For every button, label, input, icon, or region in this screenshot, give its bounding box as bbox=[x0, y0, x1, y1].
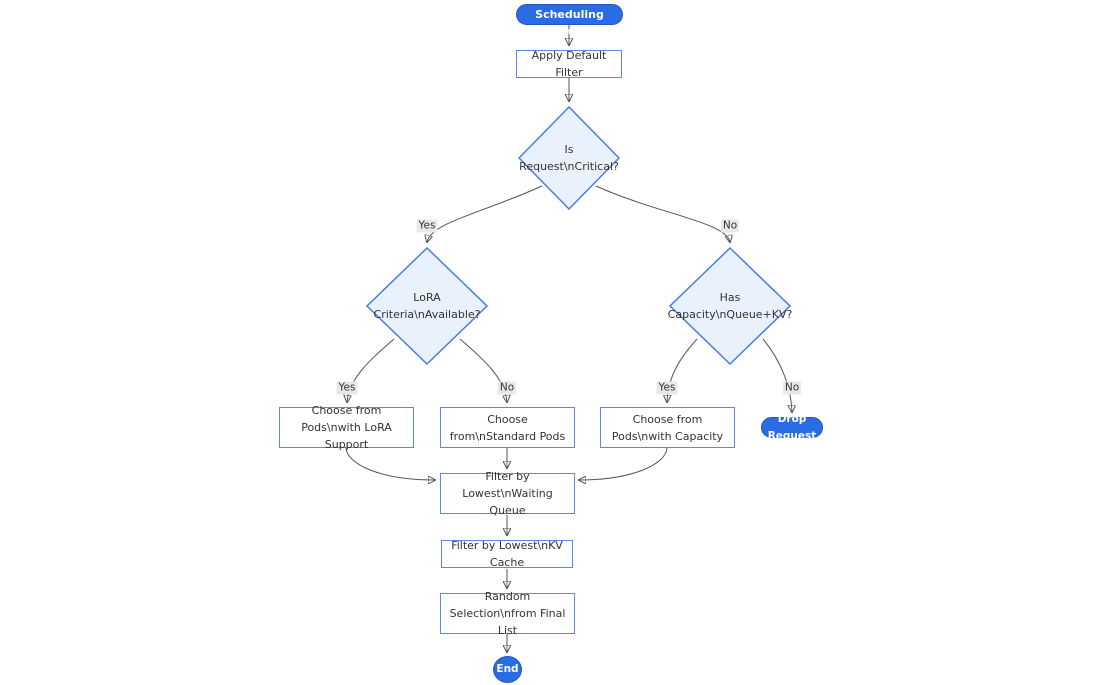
node-end-label: End bbox=[496, 663, 519, 675]
node-choose-standard-pods-label: Choose from\nStandard Pods bbox=[449, 412, 566, 443]
node-choose-standard-pods: Choose from\nStandard Pods bbox=[440, 407, 575, 448]
edge-capacity-yes bbox=[667, 338, 698, 402]
edge-label-lora-yes: Yes bbox=[336, 381, 358, 395]
node-random-selection-label: Random Selection\nfrom Final List bbox=[449, 590, 566, 637]
edge-capacity-no bbox=[762, 338, 792, 412]
edge-label-critical-no: No bbox=[720, 219, 740, 233]
node-random-selection: Random Selection\nfrom Final List bbox=[440, 590, 575, 637]
decision-has-capacity: Has Capacity\nQueue+KV? bbox=[668, 247, 792, 365]
edge-label-lora-no: No bbox=[497, 381, 517, 395]
edge-lora-yes bbox=[347, 338, 395, 402]
node-apply-default-filter-label: Apply Default Filter bbox=[531, 49, 607, 79]
node-apply-default-filter: Apply Default Filter bbox=[516, 49, 622, 79]
decision-has-capacity-label: Has Capacity\nQueue+KV? bbox=[667, 291, 793, 321]
node-filter-kv-cache-label: Filter by Lowest\nKV Cache bbox=[451, 539, 563, 569]
node-choose-capacity-pods: Choose from Pods\nwith Capacity bbox=[600, 407, 735, 448]
decision-is-request-critical: Is Request\nCritical? bbox=[518, 106, 620, 210]
node-drop-request-label: Drop Request bbox=[767, 412, 817, 442]
edge-label-critical-yes: Yes bbox=[416, 219, 438, 233]
diamond-shape bbox=[366, 247, 488, 365]
edge-critical-yes bbox=[427, 185, 543, 242]
node-filter-kv-cache: Filter by Lowest\nKV Cache bbox=[441, 539, 573, 569]
decision-lora-criteria-label: LoRA Criteria\nAvailable? bbox=[373, 291, 481, 321]
edge-capacity-pods-to-filter bbox=[579, 447, 668, 480]
node-drop-request: Drop Request bbox=[761, 413, 823, 442]
edge-critical-no bbox=[595, 185, 730, 242]
node-start-label: Start Scheduling Request bbox=[535, 0, 604, 38]
diamond-shape bbox=[669, 247, 791, 365]
node-filter-waiting-queue: Filter by Lowest\nWaiting Queue bbox=[440, 470, 575, 517]
node-choose-capacity-pods-label: Choose from Pods\nwith Capacity bbox=[611, 412, 724, 443]
edge-lora-pods-to-filter bbox=[345, 447, 435, 480]
decision-is-request-critical-label: Is Request\nCritical? bbox=[519, 143, 619, 173]
node-start: Start Scheduling Request bbox=[516, 0, 623, 38]
diamond-shape bbox=[518, 106, 620, 210]
edge-label-capacity-yes: Yes bbox=[656, 381, 678, 395]
node-choose-lora-pods: Choose from Pods\nwith LoRA Support bbox=[279, 404, 414, 451]
node-choose-lora-pods-label: Choose from Pods\nwith LoRA Support bbox=[301, 404, 392, 451]
edge-label-capacity-no: No bbox=[782, 381, 802, 395]
node-filter-waiting-queue-label: Filter by Lowest\nWaiting Queue bbox=[462, 470, 553, 517]
decision-lora-criteria: LoRA Criteria\nAvailable? bbox=[366, 247, 488, 365]
node-end: End bbox=[493, 656, 522, 683]
edge-lora-no bbox=[459, 338, 507, 402]
